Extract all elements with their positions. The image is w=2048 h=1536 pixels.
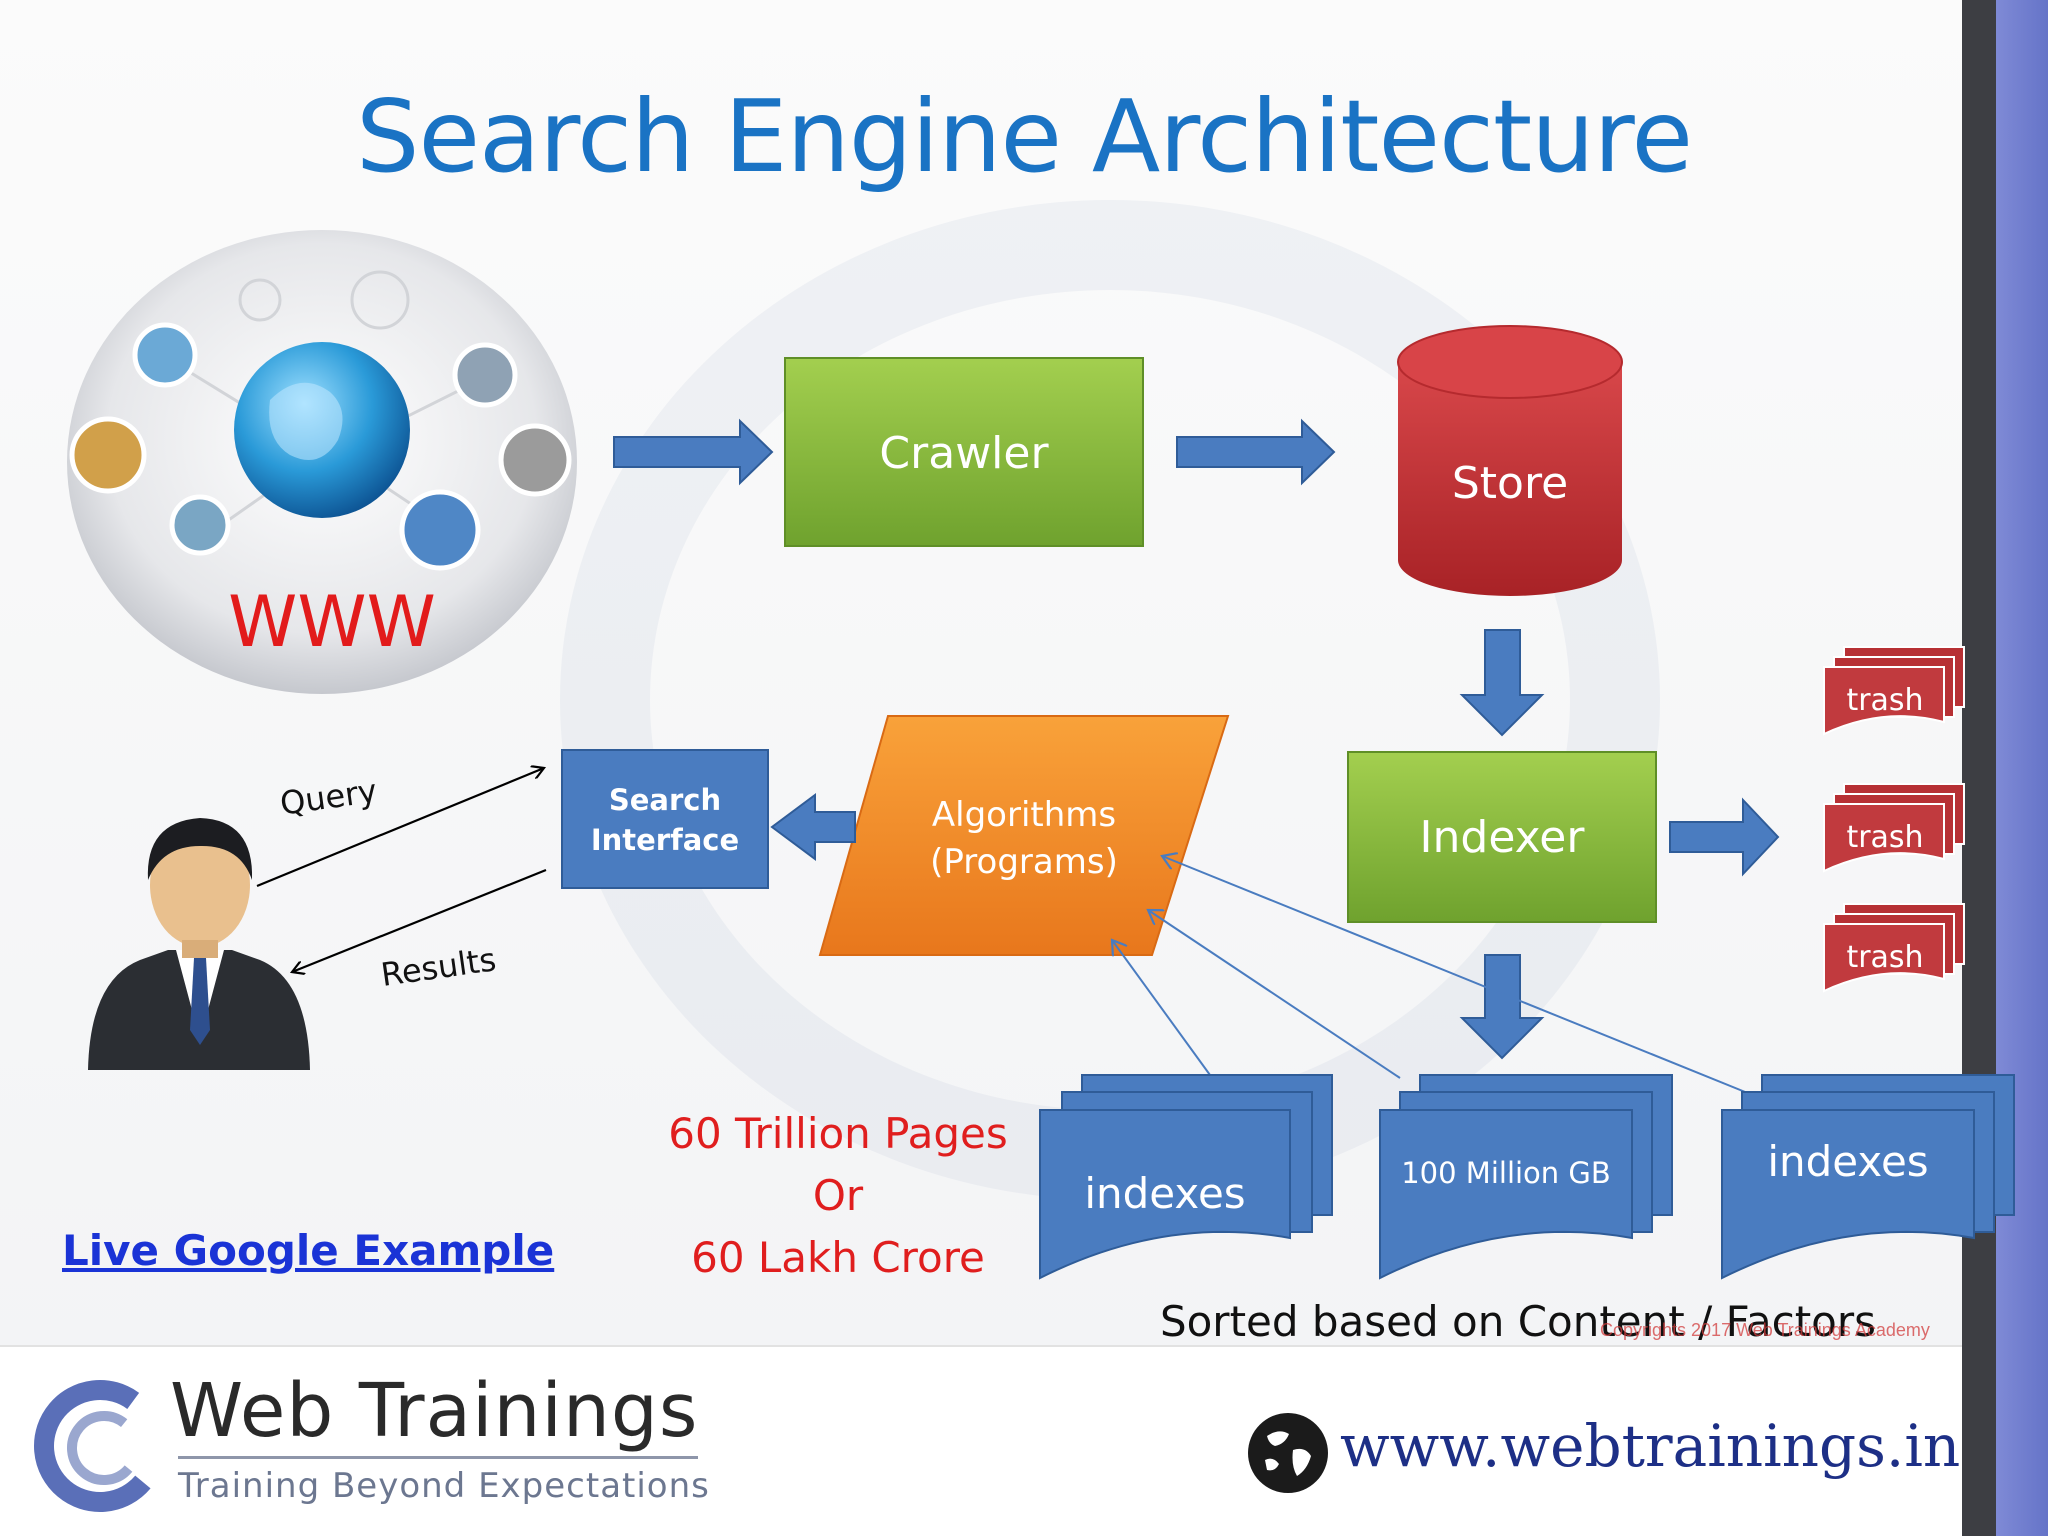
pointer-right-indexes [1162, 856, 1761, 1099]
storage-label-middle: 100 Million GB [1401, 1156, 1611, 1190]
search-interface-label-line1: Search [609, 783, 721, 817]
arrow-algorithms-to-interface [770, 793, 856, 861]
indexer-box [1347, 751, 1657, 923]
pointer-left-indexes [1112, 940, 1211, 1076]
algorithms-label-line2: (Programs) [930, 842, 1118, 882]
globe-icon [1248, 1413, 1328, 1493]
search-interface-box [561, 749, 769, 889]
results-label: Results [379, 940, 499, 994]
stat-line-3: 60 Lakh Crore [691, 1233, 985, 1282]
www-globe-image [67, 230, 577, 694]
sorted-caption: Sorted based on Content / Factors [1160, 1297, 1876, 1346]
storage-doc-middle [1379, 1074, 1673, 1280]
crawler-label: Crawler [879, 428, 1049, 479]
arrow-store-to-indexer [1459, 629, 1545, 737]
slide-title: Search Engine Architecture [355, 78, 1693, 195]
trash-label-3: trash [1846, 940, 1923, 975]
website-url[interactable]: www.webtrainings.in [1340, 1412, 1961, 1480]
algorithms-label-line1: Algorithms [932, 795, 1116, 835]
results-arrow [292, 868, 547, 972]
right-edge-stripe [1962, 0, 1996, 1536]
trash-stack-2 [1823, 783, 1965, 873]
query-label: Query [278, 772, 380, 823]
trash-label-2: trash [1846, 820, 1923, 855]
pointer-storage [1148, 910, 1401, 1079]
trash-label-1: trash [1846, 683, 1923, 718]
query-arrow [256, 768, 544, 888]
brand-tagline: Training Beyond Expectations [178, 1466, 710, 1506]
arrow-indexer-to-trash [1669, 797, 1780, 877]
brand-divider [178, 1456, 698, 1459]
www-label: WWW [228, 581, 436, 663]
stat-line-2: Or [813, 1171, 864, 1220]
footer-bar [0, 1345, 1962, 1536]
copyright-watermark: Copyrights 2017 Web Trainings Academy [1600, 1320, 1930, 1340]
algorithms-box [818, 715, 1230, 956]
search-interface-label-line2: Interface [591, 823, 739, 857]
right-edge-accent [1996, 0, 2048, 1536]
trash-stack-3 [1823, 903, 1965, 993]
indexes-label-left: indexes [1084, 1169, 1245, 1218]
stat-line-1: 60 Trillion Pages [668, 1109, 1007, 1158]
user-avatar [88, 818, 310, 1070]
crawler-box [784, 357, 1144, 547]
indexer-label: Indexer [1420, 812, 1586, 863]
indexes-doc-left [1039, 1074, 1333, 1280]
arrow-www-to-crawler [613, 418, 774, 486]
arrow-crawler-to-store [1176, 418, 1336, 486]
web-trainings-logo-icon [34, 1380, 166, 1512]
trash-stack-1 [1823, 646, 1965, 736]
brand-name: Web Trainings [170, 1368, 699, 1454]
store-database [1397, 325, 1623, 596]
arrow-indexer-to-storage [1459, 954, 1545, 1060]
store-label: Store [1452, 458, 1568, 509]
indexes-label-right: indexes [1767, 1137, 1928, 1186]
indexes-doc-right [1721, 1074, 2015, 1280]
live-google-example-link[interactable]: Live Google Example [62, 1226, 555, 1275]
